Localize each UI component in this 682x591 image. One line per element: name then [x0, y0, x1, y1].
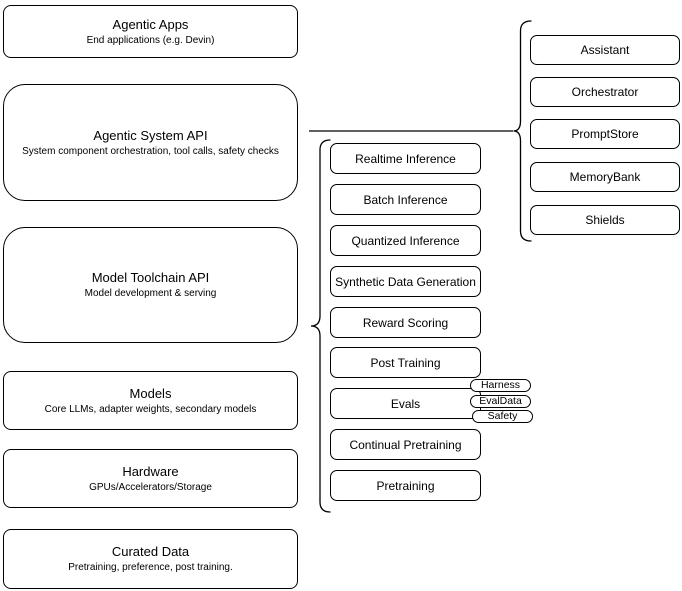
toolchain-item-pretraining: Pretraining	[330, 470, 481, 501]
component-memorybank: MemoryBank	[530, 162, 680, 192]
layer-subtitle: Core LLMs, adapter weights, secondary mo…	[44, 403, 257, 415]
layer-subtitle: Model development & serving	[84, 288, 217, 299]
layer-hardware: Hardware GPUs/Accelerators/Storage	[3, 449, 298, 508]
layer-title: Model Toolchain API	[91, 270, 210, 285]
system-components-brace	[513, 20, 532, 242]
layer-model-toolchain-api: Model Toolchain API Model development & …	[3, 227, 298, 343]
toolchain-item-post-training: Post Training	[330, 347, 481, 378]
layer-models: Models Core LLMs, adapter weights, secon…	[3, 371, 298, 430]
layer-title: Curated Data	[111, 544, 190, 559]
toolchain-item-synthetic-data-generation: Synthetic Data Generation	[330, 266, 481, 297]
layer-agentic-system-api: Agentic System API System component orch…	[3, 84, 298, 201]
component-assistant: Assistant	[530, 35, 680, 65]
evals-tag-safety: Safety	[472, 410, 533, 423]
toolchain-item-quantized-inference: Quantized Inference	[330, 225, 481, 256]
toolchain-item-realtime-inference: Realtime Inference	[330, 143, 481, 174]
toolchain-item-batch-inference: Batch Inference	[330, 184, 481, 215]
layer-subtitle: System component orchestration, tool cal…	[22, 145, 279, 157]
toolchain-item-evals: Evals	[330, 388, 481, 419]
layer-subtitle: Pretraining, preference, post training.	[68, 562, 233, 573]
layer-title: Hardware	[122, 463, 179, 479]
component-shields: Shields	[530, 205, 680, 235]
layer-title: Models	[129, 385, 172, 401]
layer-agentic-apps: Agentic Apps End applications (e.g. Devi…	[3, 5, 298, 58]
component-promptstore: PromptStore	[530, 119, 680, 149]
toolchain-brace	[310, 139, 331, 513]
evals-tag-harness: Harness	[470, 379, 531, 392]
toolchain-item-reward-scoring: Reward Scoring	[330, 307, 481, 338]
layer-title: Agentic Apps	[112, 16, 189, 32]
component-orchestrator: Orchestrator	[530, 77, 680, 107]
toolchain-item-continual-pretraining: Continual Pretraining	[330, 429, 481, 460]
layer-curated-data: Curated Data Pretraining, preference, po…	[3, 529, 298, 589]
layer-subtitle: GPUs/Accelerators/Storage	[89, 481, 212, 493]
layer-subtitle: End applications (e.g. Devin)	[86, 34, 215, 46]
evals-tag-evaldata: EvalData	[470, 395, 531, 408]
layer-title: Agentic System API	[93, 127, 208, 143]
